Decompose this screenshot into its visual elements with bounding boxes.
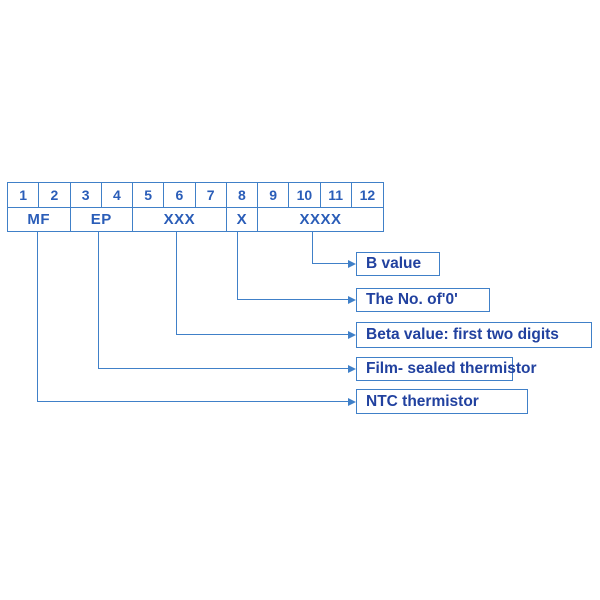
arrow-right-icon [348, 296, 356, 304]
arrow-right-icon [348, 260, 356, 268]
callout-beta-value: Beta value: first two digits [356, 322, 592, 348]
callout-no-of-zero: The No. of'0' [356, 288, 490, 312]
digit-cell-1: 1 [8, 183, 40, 207]
callout-label: NTC thermistor [366, 392, 479, 410]
callout-ntc-thermistor: NTC thermistor [356, 389, 528, 414]
callout-b-value: B value [356, 252, 440, 276]
digit-cell-8: 8 [227, 183, 258, 207]
digit-cell-11: 11 [321, 183, 352, 207]
group-cell-mf: MF [8, 208, 71, 231]
callout-label: Film- sealed thermistor [366, 360, 537, 377]
connector-ntc-thermistor [37, 232, 348, 402]
callout-label: The No. of'0' [366, 291, 458, 308]
digit-row: 1 2 3 4 5 6 7 8 9 10 11 12 [8, 183, 383, 208]
digit-cell-3: 3 [71, 183, 102, 207]
callout-label: Beta value: first two digits [366, 326, 559, 343]
part-number-table: 1 2 3 4 5 6 7 8 9 10 11 12 MF EP XXX X X… [7, 182, 384, 232]
connector-film-sealed [98, 232, 348, 369]
arrow-right-icon [348, 331, 356, 339]
group-cell-xxx: XXX [133, 208, 227, 231]
digit-cell-9: 9 [258, 183, 290, 207]
digit-cell-12: 12 [359, 187, 376, 203]
digit-cell-7: 7 [196, 183, 227, 207]
group-cell-xxxx: XXXX [299, 211, 342, 228]
group-cell-ep: EP [71, 208, 133, 231]
group-cell-x: X [227, 208, 258, 231]
connector-b-value [312, 232, 348, 264]
connector-no-of-zero [237, 232, 348, 300]
digit-cell-4: 4 [102, 183, 133, 207]
digit-cell-5: 5 [133, 183, 165, 207]
group-row: MF EP XXX X XXXX [8, 208, 383, 231]
connector-beta-value [176, 232, 348, 335]
callout-label: B value [366, 255, 422, 272]
digit-cell-10: 10 [289, 183, 321, 207]
digit-cell-2: 2 [39, 183, 71, 207]
callout-film-sealed: Film- sealed thermistor [356, 357, 537, 381]
digit-cell-6: 6 [164, 183, 196, 207]
arrow-right-icon [348, 398, 356, 406]
arrow-right-icon [348, 365, 356, 373]
